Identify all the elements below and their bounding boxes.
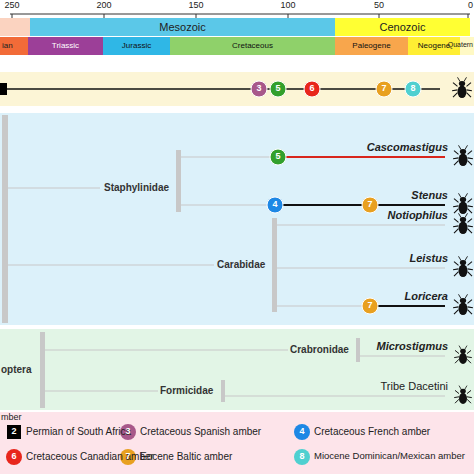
callout-number: 7 [125,452,130,462]
marker-circle [304,81,320,97]
marker-circle [267,197,283,213]
axis-label: 0 [468,1,473,11]
family-label: Carabidae [217,259,265,270]
legend-swatch [294,424,310,440]
period-label: Cenozoic [380,21,426,33]
axis-label: 150 [188,1,203,11]
period-label: Mesozoic [159,21,205,33]
marker-circle [362,197,378,213]
era-block [0,18,30,36]
marker-circle [362,298,378,314]
marker-circles [251,81,421,314]
marker-circle [270,81,286,97]
marker-circle [270,149,286,165]
marker-circle [405,81,421,97]
legend-swatch [7,425,21,439]
legend-swatch [294,449,310,465]
period-label: Triassic [52,42,79,51]
family-label: optera [1,364,32,375]
axis-label: 100 [280,1,295,11]
tree-lines [0,83,445,408]
taxon-name: Notiophilus [388,209,449,221]
period-label: Neogene [418,42,450,51]
period-box: Jurassic [103,37,170,55]
timeline-band [0,72,474,106]
callout-number: 6 [11,452,16,462]
taxon-name: Leistus [409,252,448,264]
period-label: ian [2,42,13,51]
callout-number: 7 [381,84,386,94]
callout-number: 5 [275,152,280,162]
period-label: Paleogene [352,42,390,51]
axis-label: mber [1,413,22,423]
legend-band [0,412,474,474]
beetle-band [0,113,474,325]
period-label: Cretaceous [232,42,273,51]
axis-label: 50 [374,1,384,11]
family-label: Formicidae [160,385,213,396]
period-box: Triassic [28,37,103,55]
callout-number: 4 [272,200,277,210]
marker-circle [251,81,267,97]
family-label: Staphylinidae [104,182,169,193]
taxon-name: Microstigmus [376,340,448,352]
callout-number: 4 [299,427,304,437]
callout-number: 8 [299,452,304,462]
legend-swatch [6,449,22,465]
period-box: Paleogene [335,37,408,55]
period-box: ian [0,37,28,55]
legend-text: Cretaceous French amber [314,426,430,437]
marker-circle [376,81,392,97]
taxon-name: Stenus [411,189,448,201]
axis-label: 250 [4,1,19,11]
callout-number: 7 [367,200,372,210]
legend-text: Cretaceous Spanish amber [140,426,261,437]
legend-swatches [6,424,310,465]
taxon-name: Cascomastigus [367,141,448,153]
callout-number: 3 [256,84,261,94]
callout-number: 3 [125,427,130,437]
callout-number: 6 [309,84,314,94]
era-box: Mesozoic [30,18,335,36]
callout-number: 7 [367,301,372,311]
period-box: Cretaceous [170,37,335,55]
legend-text: Cretaceous Canadian amber [26,451,154,462]
callout-number: 2 [11,427,16,437]
legend-text: Miocene Dominican/Mexican amber [314,451,465,461]
axis-label: Tribe Dacetini [381,380,448,392]
taxon-name: Loricera [405,290,448,302]
period-label: Jurassic [122,42,151,51]
hymenoptera-band [0,329,474,410]
legend-text: Permian of South Africa [26,426,131,437]
callout-number: 8 [410,84,415,94]
era-box: Cenozoic [335,18,470,36]
axis-label: 200 [96,1,111,11]
family-label: Crabronidae [290,344,349,355]
axis-label: Quatern [448,41,473,49]
legend-text: Eocene Baltic amber [140,451,232,462]
insect-silhouettes [452,77,473,404]
callout-number: 5 [275,84,280,94]
